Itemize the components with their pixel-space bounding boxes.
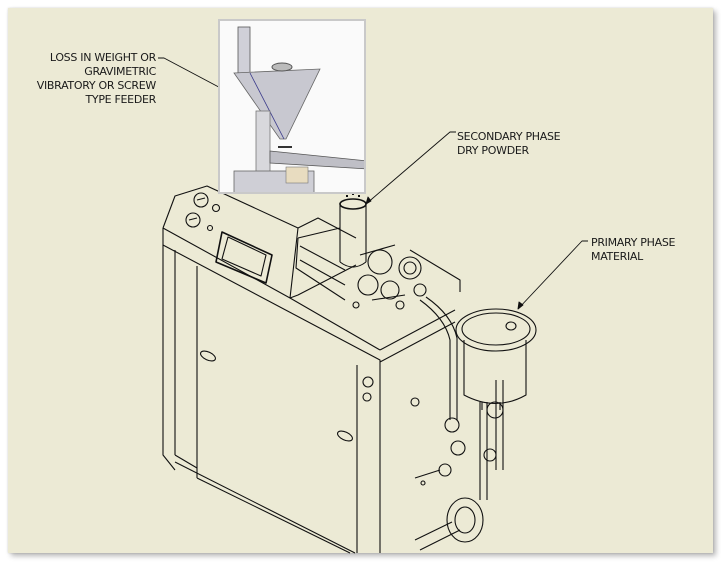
touchscreen-icon xyxy=(215,231,273,284)
callout-feeder: LOSS IN WEIGHT OR GRAVIMETRIC VIBRATORY … xyxy=(28,51,157,107)
cabinet xyxy=(162,185,461,554)
callout-secondary-phase: SECONDARY PHASE DRY POWDER xyxy=(457,130,561,158)
callout-feeder-line: TYPE FEEDER xyxy=(85,93,156,106)
callout-primary-line: MATERIAL xyxy=(591,250,643,263)
gauge-icon xyxy=(185,212,201,228)
leader-primary xyxy=(517,240,588,310)
gauge-icon xyxy=(193,192,209,208)
primary-hopper xyxy=(455,308,537,410)
callout-primary-phase: PRIMARY PHASE MATERIAL xyxy=(591,236,675,264)
cabinet-badges xyxy=(200,350,374,442)
callout-primary-line: PRIMARY PHASE xyxy=(591,236,676,249)
callout-feeder-line: VIBRATORY OR SCREW xyxy=(36,79,157,92)
piping xyxy=(410,296,504,551)
feeder-photo-inset xyxy=(218,19,366,194)
callout-feeder-line: GRAVIMETRIC xyxy=(84,65,156,78)
control-panel xyxy=(185,192,273,284)
leader-secondary xyxy=(365,131,456,205)
dispersion-head xyxy=(295,198,427,310)
callout-secondary-line: DRY POWDER xyxy=(457,144,529,157)
feeder-photo xyxy=(220,21,364,192)
callout-feeder-line: LOSS IN WEIGHT OR xyxy=(49,51,156,64)
callout-secondary-line: SECONDARY PHASE xyxy=(457,130,561,143)
leader-feeder xyxy=(158,57,231,94)
